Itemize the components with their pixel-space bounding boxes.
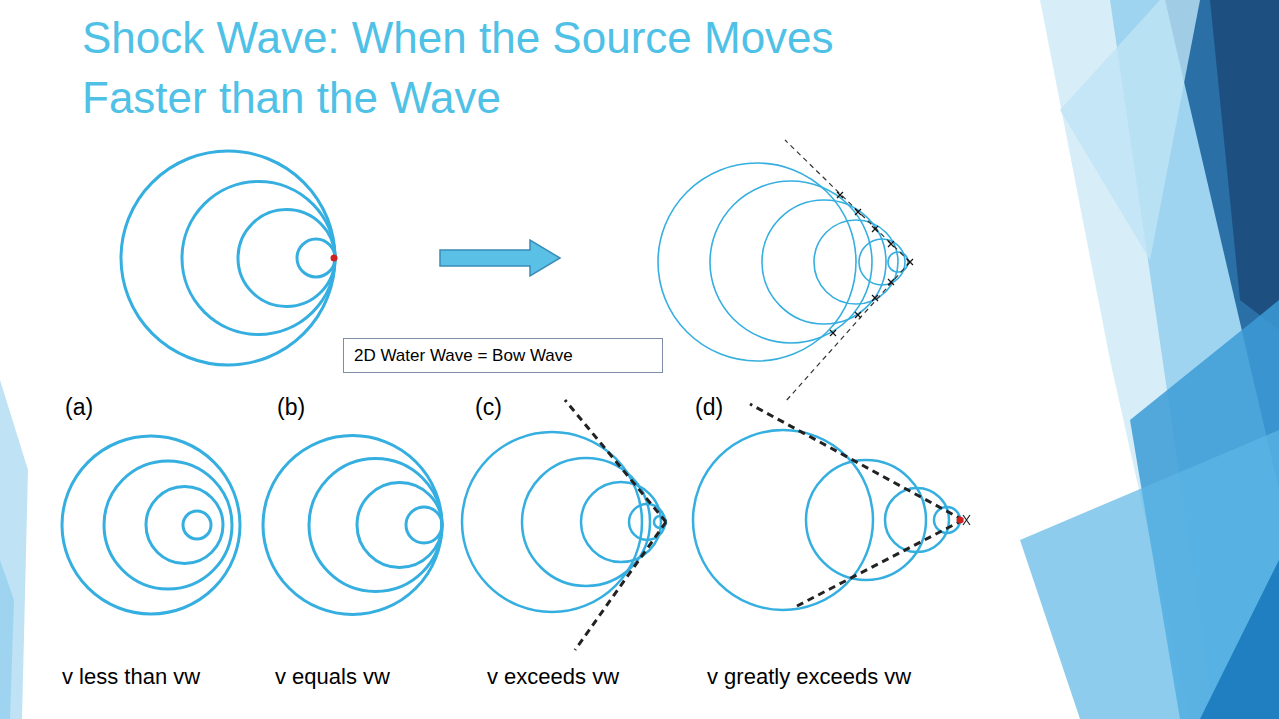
panel-caption: v equals vw [275, 664, 390, 690]
decor-panel [1060, 0, 1200, 260]
decor-panel [0, 560, 14, 719]
panel-letter: (a) [65, 394, 93, 422]
shock-front-line [565, 400, 666, 650]
panel-caption: v exceeds vw [487, 664, 619, 690]
case-c-circles [462, 432, 666, 612]
source-dot [957, 517, 964, 524]
shock-front-line [785, 140, 910, 402]
panel-caption: v less than vw [62, 664, 200, 690]
box-text: 2D Water Wave = Bow Wave [354, 346, 652, 366]
source-dot [331, 255, 338, 262]
panel-letter: (c) [475, 394, 502, 422]
arrow-symbol [440, 240, 560, 276]
case-d-circles [693, 430, 960, 610]
panel-letter: (b) [277, 394, 305, 422]
cross-marks [830, 192, 913, 336]
decor-panel [0, 380, 28, 719]
case-b-circles [263, 436, 442, 615]
case-a-circles [62, 436, 240, 614]
slide-title: Shock Wave: When the Source Moves Faster… [82, 8, 912, 128]
source-slow-circles [121, 151, 335, 365]
decor-panel [1210, 0, 1279, 330]
caption-box: 2D Water Wave = Bow Wave [343, 338, 663, 373]
panel-caption: v greatly exceeds vw [707, 664, 911, 690]
cross-marks [963, 515, 970, 525]
decor-panel [1020, 430, 1279, 719]
decor-panel [1200, 560, 1279, 719]
shock-front-line [750, 404, 963, 606]
bow-wave-circles [658, 163, 908, 361]
panel-letter: (d) [695, 394, 723, 422]
